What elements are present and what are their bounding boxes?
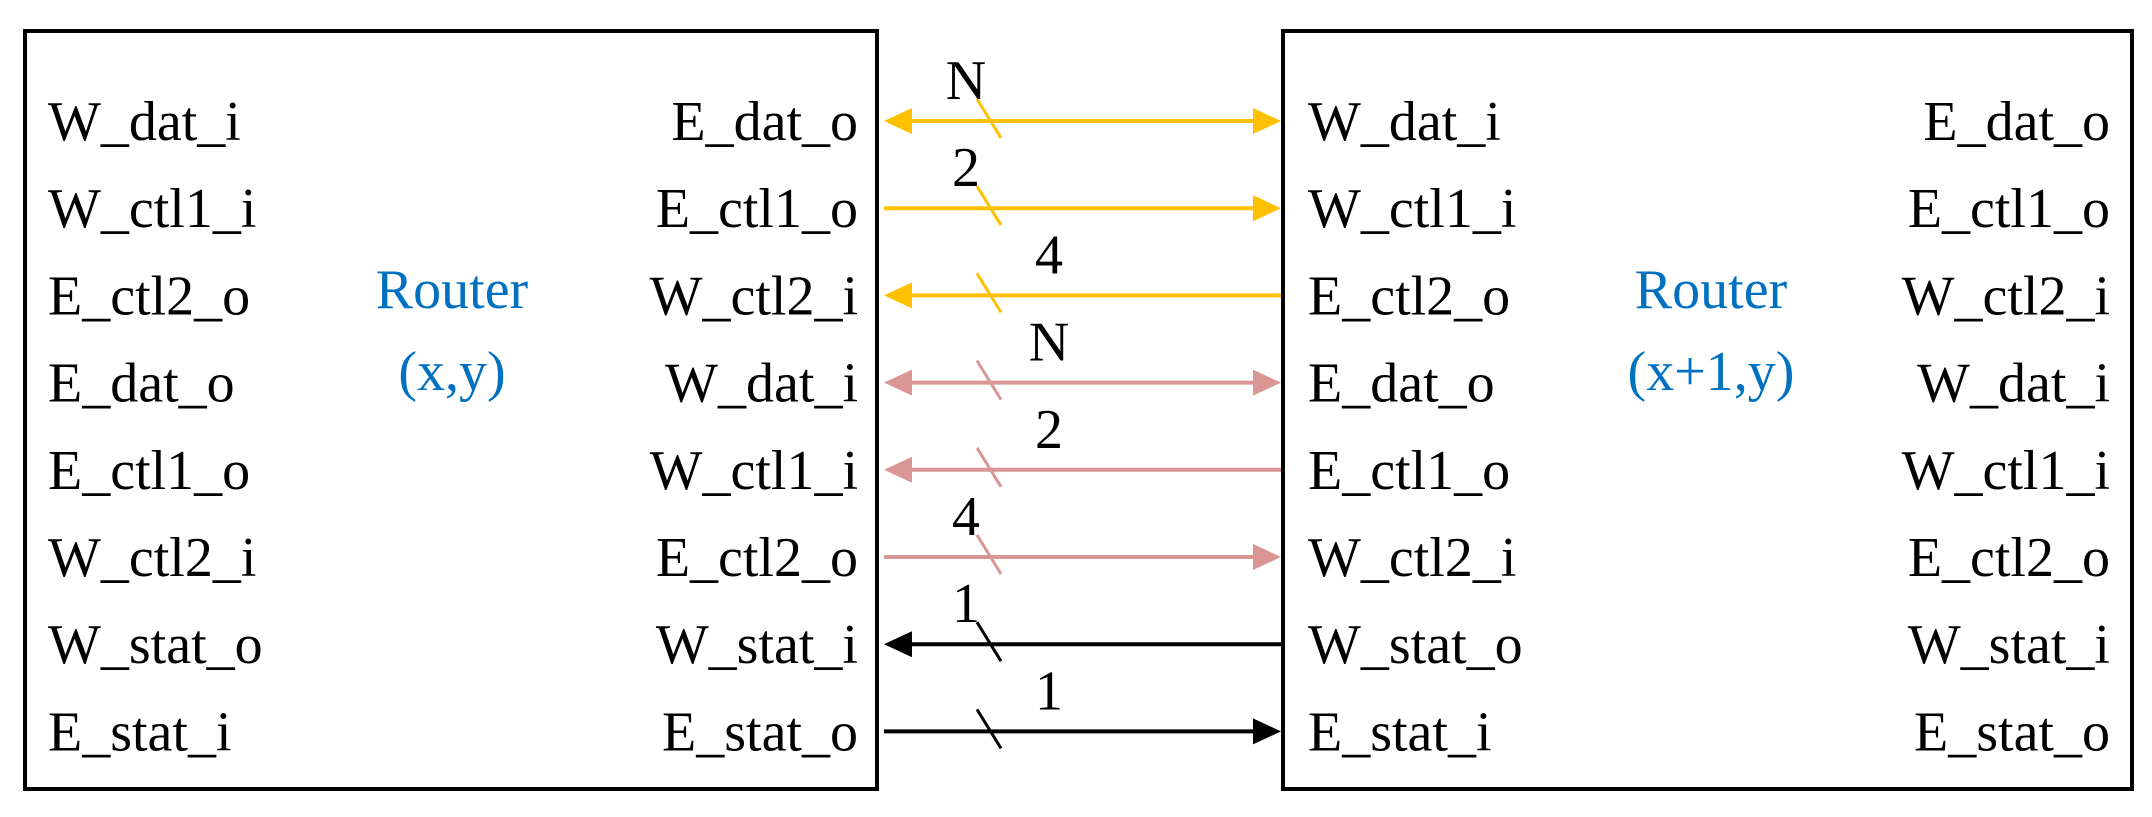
link-arrow: 4 <box>884 224 1281 314</box>
right-router-east-port-label: W_dat_i <box>1917 353 2110 415</box>
bus-width-slash <box>975 708 1003 750</box>
arrowhead-icon <box>1253 369 1281 396</box>
router-box-left <box>23 29 879 791</box>
arrowhead-icon <box>1253 544 1281 570</box>
right-router-east-port-label: E_ctl1_o <box>1908 178 2110 240</box>
left-router-west-port-label: W_dat_i <box>48 91 241 153</box>
arrowhead-icon <box>884 108 912 134</box>
right-router-west-port-label: E_ctl1_o <box>1308 440 1510 502</box>
bus-width-slash <box>975 98 1003 139</box>
link-arrow: 1 <box>884 660 1281 750</box>
arrowhead-icon <box>1253 108 1281 134</box>
link-arrow: N <box>884 50 1281 139</box>
left-router-east-port-label: E_stat_o <box>662 701 858 763</box>
bus-width-label: 4 <box>952 486 980 548</box>
right-router-west-port-label: W_stat_o <box>1308 614 1523 676</box>
bus-width-label: N <box>946 50 986 112</box>
router-right-coords: (x+1,y) <box>1628 341 1795 403</box>
left-router-west-port-label: E_stat_i <box>48 701 232 763</box>
link-arrow: 1 <box>884 573 1281 662</box>
arrowhead-icon <box>884 282 912 309</box>
left-router-east-port-label: E_ctl1_o <box>656 178 858 240</box>
left-router-west-port-label: W_stat_o <box>48 614 263 676</box>
right-router-west-port-label: W_ctl2_i <box>1308 527 1516 589</box>
bus-width-label: 2 <box>952 137 980 199</box>
link-arrow: 2 <box>884 137 1281 226</box>
arrowhead-icon <box>1253 718 1281 745</box>
bus-width-slash <box>975 621 1003 662</box>
right-router-east-port-label: E_stat_o <box>1914 701 2110 763</box>
bus-width-slash <box>975 359 1003 401</box>
router-right-title: Router <box>1635 259 1788 321</box>
right-router-west-port-label: E_dat_o <box>1308 353 1495 415</box>
bus-width-label: 4 <box>1035 224 1063 286</box>
left-router-east-port-label: E_ctl2_o <box>656 527 858 589</box>
right-router-east-port-label: E_dat_o <box>1923 91 2110 153</box>
right-router-east-port-label: W_stat_i <box>1908 614 2110 676</box>
right-router-east-port-label: W_ctl2_i <box>1902 265 2110 327</box>
router-left-coords: (x,y) <box>398 341 505 403</box>
left-router-east-port-label: W_stat_i <box>656 614 858 676</box>
arrowhead-icon <box>1253 195 1281 222</box>
bus-width-label: 1 <box>1035 660 1063 722</box>
right-router-east-port-label: E_ctl2_o <box>1908 527 2110 589</box>
bus-width-label: 1 <box>952 573 980 635</box>
left-router-east-port-label: W_ctl1_i <box>650 440 858 502</box>
bus-width-label: 2 <box>1035 399 1063 461</box>
right-router-east-port-label: W_ctl1_i <box>1902 440 2110 502</box>
arrowhead-icon <box>884 369 912 396</box>
router-left-title: Router <box>376 259 529 321</box>
left-router-west-port-label: W_ctl1_i <box>48 178 256 240</box>
bus-width-slash <box>975 185 1003 226</box>
right-router-west-port-label: E_ctl2_o <box>1308 265 1510 327</box>
bus-width-slash <box>975 447 1003 488</box>
bus-width-slash <box>975 534 1003 575</box>
left-router-west-port-label: E_dat_o <box>48 353 235 415</box>
right-router-west-port-label: W_ctl1_i <box>1308 178 1516 240</box>
link-arrow: 2 <box>884 399 1281 488</box>
bus-width-label: N <box>1029 312 1069 374</box>
right-router-west-port-label: W_dat_i <box>1308 91 1501 153</box>
right-router-west-port-label: E_stat_i <box>1308 701 1492 763</box>
link-arrow: 4 <box>884 486 1281 575</box>
left-router-west-port-label: E_ctl2_o <box>48 265 250 327</box>
router-box-right <box>1281 29 2134 791</box>
left-router-west-port-label: E_ctl1_o <box>48 440 250 502</box>
left-router-east-port-label: W_ctl2_i <box>650 265 858 327</box>
bus-width-slash <box>975 272 1003 314</box>
arrowhead-icon <box>884 631 912 658</box>
left-router-west-port-label: W_ctl2_i <box>48 527 256 589</box>
left-router-east-port-label: E_dat_o <box>671 91 858 153</box>
left-router-east-port-label: W_dat_i <box>665 353 858 415</box>
link-arrow: N <box>884 312 1281 401</box>
arrowhead-icon <box>884 456 912 483</box>
